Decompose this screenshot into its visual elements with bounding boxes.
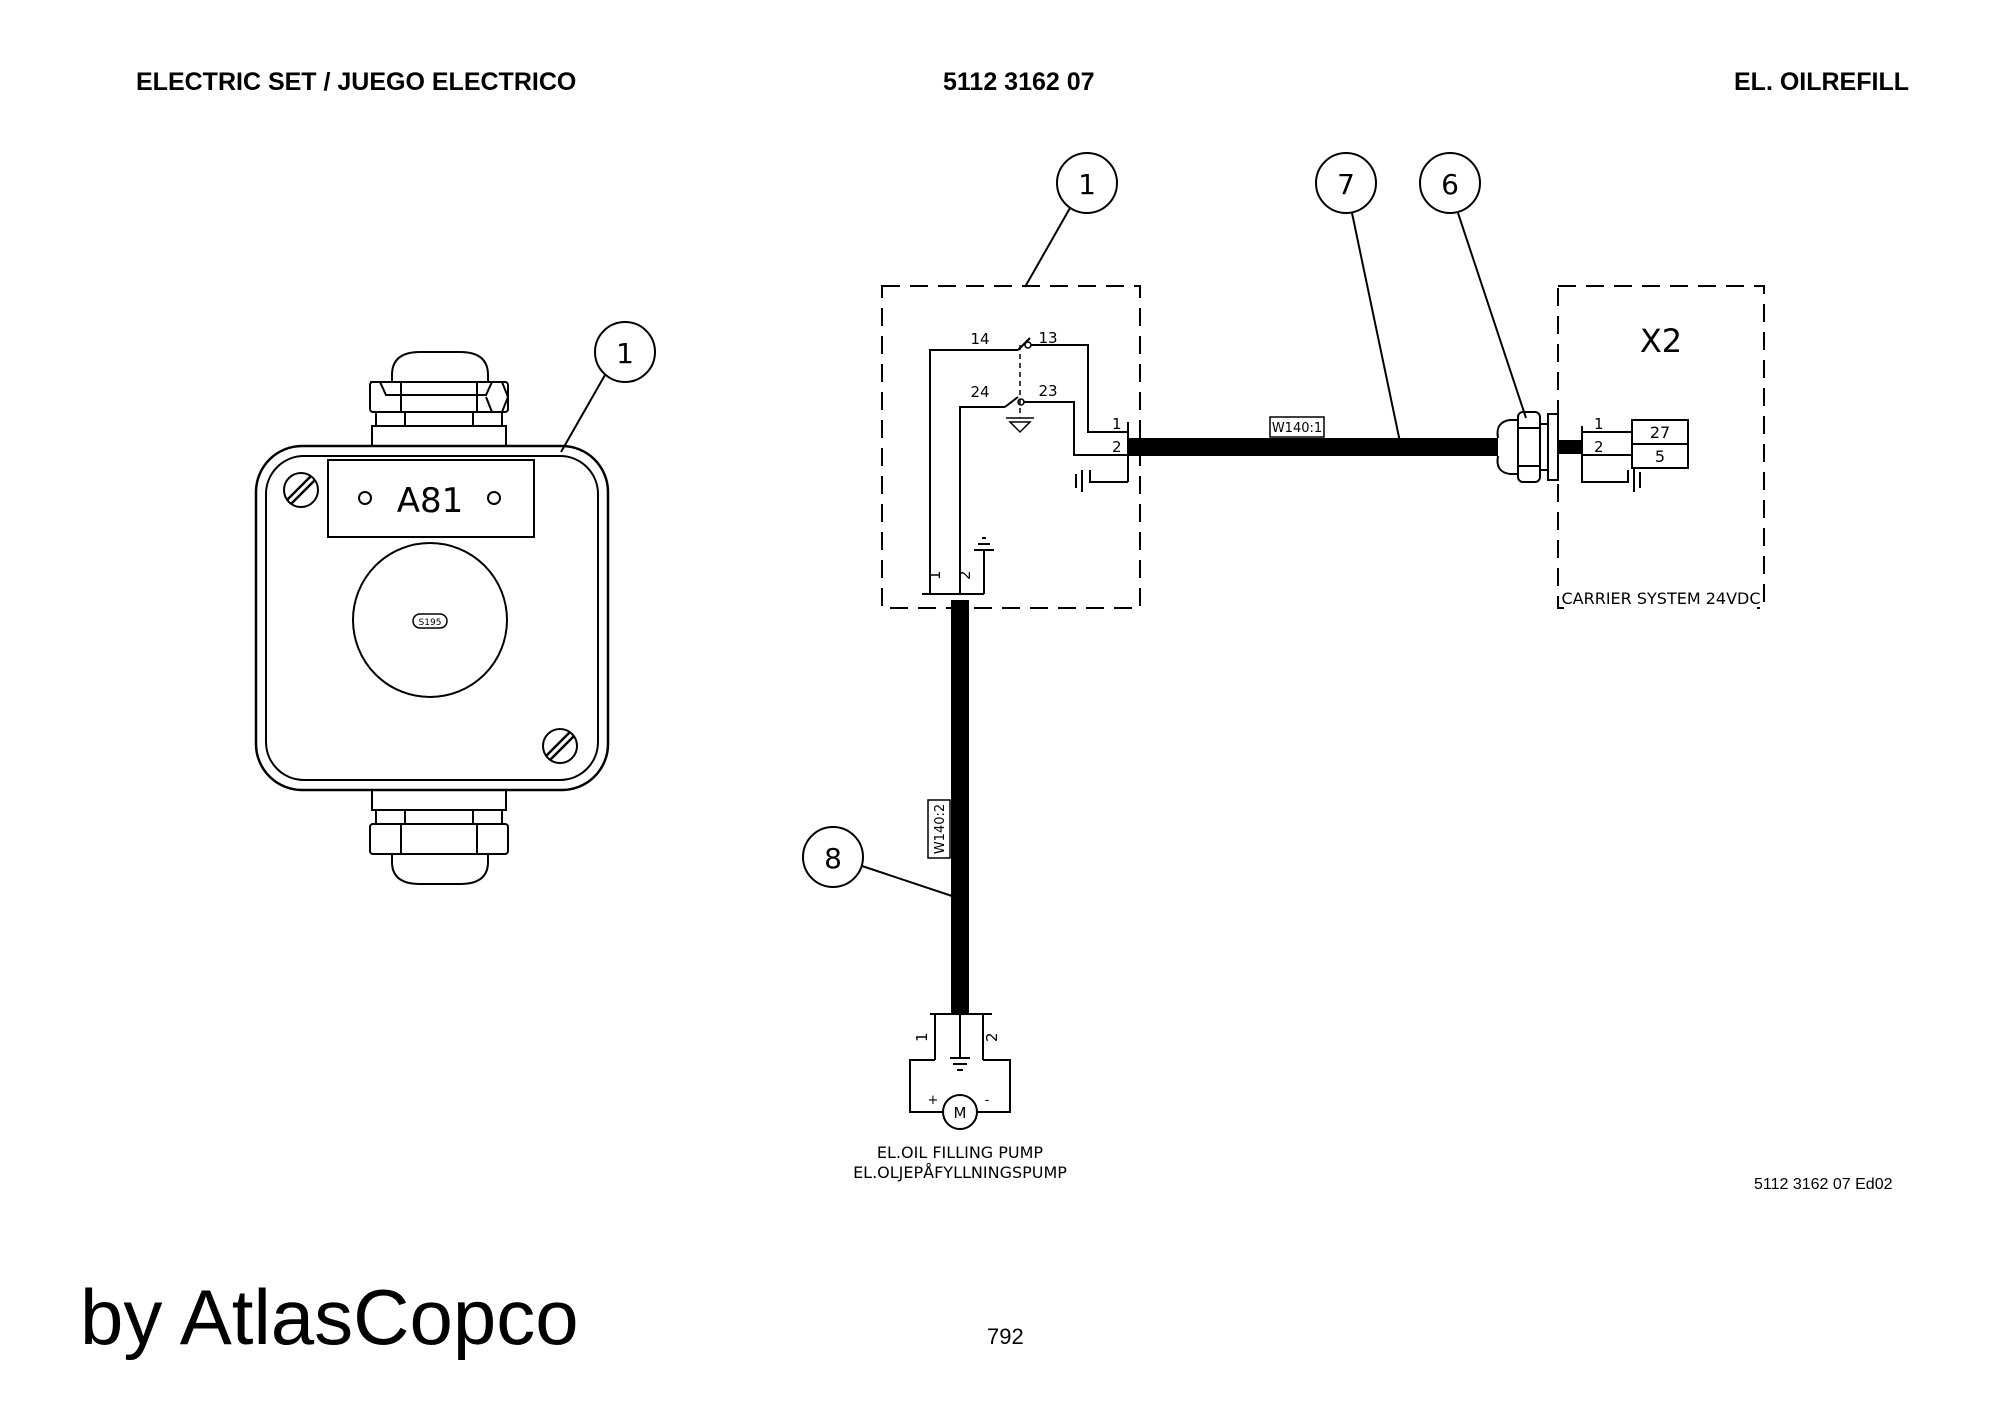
switch-contact-14-13: 14 13 (929, 329, 1110, 578)
switch-contact-24-23: 24 23 (959, 382, 1110, 578)
plate-rivet-left-icon (358, 491, 372, 505)
connector-pin-2-label: 2 (1594, 438, 1604, 456)
cable-w140-2-label: W140:2 (933, 804, 948, 854)
label-plate (327, 459, 535, 538)
switch-callout-number: 1 (1078, 168, 1096, 201)
device-callout-number: 1 (616, 337, 634, 370)
switch-terminals-bottom: 1 2 (922, 537, 994, 595)
pump-terminals: 1 2 (913, 1013, 1001, 1071)
screw-top-left-icon (283, 472, 319, 508)
screw-bottom-right-icon (542, 728, 578, 764)
cable-7-callout-number: 7 (1337, 168, 1355, 201)
contact-label-13: 13 (1038, 329, 1057, 347)
cable-w140-1-label: W140:1 (1272, 421, 1322, 436)
gland-6-callout-leader (1457, 212, 1527, 419)
header-right-title: EL. OILREFILL (1734, 68, 1909, 96)
button-tag (412, 613, 448, 629)
page-number: 792 (987, 1324, 1024, 1349)
motor-plus-label: + (928, 1093, 939, 1108)
brand-text: by AtlasCopco (80, 1273, 579, 1361)
header-left-title: ELECTRIC SET / JUEGO ELECTRICO (136, 68, 577, 96)
switch-terminal-1-label: 1 (1112, 415, 1122, 433)
pump-terminal-2-label: 2 (983, 1032, 1001, 1042)
cable-7-callout-bubble (1315, 152, 1377, 214)
drawing-edition: 5112 3162 07 Ed02 (1754, 1176, 1893, 1193)
cable-8-callout-leader (861, 865, 953, 897)
bottom-cable-gland (369, 789, 509, 885)
connector-title: X2 (1640, 322, 1682, 360)
switch-callout-bubble (1056, 152, 1118, 214)
device-label: A81 (397, 481, 464, 521)
switch-callout-leader (1024, 207, 1071, 288)
connector-x2-pins: 1 2 27 5 (1581, 415, 1689, 492)
control-box-drawing: A81 S195 1 (254, 321, 656, 885)
pump-motor-circuit: M + - (909, 1059, 1011, 1130)
connector-pin-5: 5 (1655, 447, 1665, 466)
header-part-number: 5112 3162 07 (943, 68, 1095, 96)
push-button (352, 542, 508, 698)
cable-8-callout-number: 8 (824, 842, 842, 875)
top-cable-gland (369, 351, 510, 447)
motor-minus-label: - (985, 1093, 990, 1108)
cable-w140-2-tag (927, 799, 951, 859)
box-inner-outline (265, 455, 599, 781)
connector-caption-bg (1565, 591, 1757, 617)
plate-rivet-right-icon (487, 491, 501, 505)
switch-terminals-right: 1 2 (1075, 415, 1129, 492)
switch-bottom-terminal-1-label: 1 (926, 570, 944, 580)
cable-gland-side-view (1496, 411, 1559, 483)
gland-6-callout-number: 6 (1441, 168, 1459, 201)
button-tag-label: S195 (419, 618, 442, 628)
cable-7-callout-leader (1351, 212, 1401, 443)
motor-symbol: M (954, 1104, 967, 1122)
device-callout-bubble (594, 321, 656, 383)
switch-bottom-terminal-2-label: 2 (956, 570, 974, 580)
contact-label-24: 24 (970, 383, 989, 401)
cable-w140-1-tag (1269, 416, 1325, 438)
connector-caption: CARRIER SYSTEM 24VDC (1561, 589, 1760, 608)
switch-enclosure (881, 285, 1141, 609)
contact-label-23: 23 (1038, 382, 1057, 400)
switch-terminal-2-label: 2 (1112, 438, 1122, 456)
pushbutton-actuator-icon (1006, 345, 1034, 434)
pump-label-sv: EL.OLJEPÅFYLLNINGSPUMP (853, 1163, 1067, 1182)
pump-label-en: EL.OIL FILLING PUMP (877, 1143, 1044, 1162)
connector-pin-1-label: 1 (1594, 415, 1604, 433)
motor-icon (942, 1094, 978, 1130)
gland-6-callout-bubble (1419, 152, 1481, 214)
connector-pin-27: 27 (1650, 423, 1670, 442)
contact-label-14: 14 (970, 330, 989, 348)
schematic: 1 14 13 24 23 (802, 152, 1765, 1182)
pump-terminal-1-label: 1 (913, 1032, 931, 1042)
device-callout-leader (560, 374, 606, 453)
cable-8-callout-bubble (802, 826, 864, 888)
